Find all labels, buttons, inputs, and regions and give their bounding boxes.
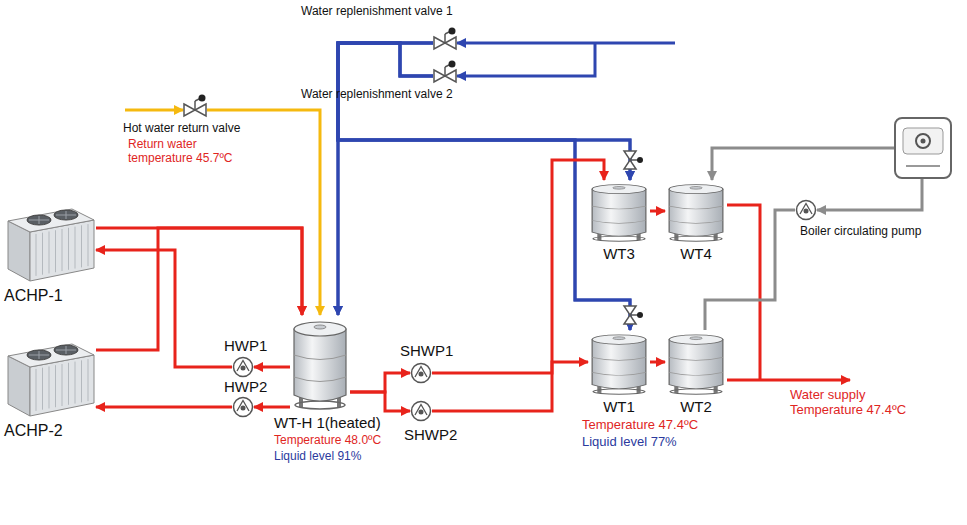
component-label: Water replenishment valve 1 <box>301 5 453 19</box>
replenishment-valve: Water replenishment valve 1 <box>433 27 457 51</box>
reading-text: Return water temperature 45.7ºC <box>128 138 253 166</box>
pipe-connector <box>96 250 232 367</box>
mains-water-branch <box>457 43 595 76</box>
pump: HWP1 <box>232 356 254 378</box>
water-tank: WT2 <box>665 330 727 395</box>
hot-water-return-pipe <box>125 109 183 112</box>
pipe-connector <box>432 160 604 373</box>
pump: Boiler circulating pump <box>795 199 817 221</box>
pipe-connector <box>432 362 588 411</box>
replenishment-valve: Water replenishment valve 2 <box>433 60 457 84</box>
return-valve: Hot water return valveReturn water tempe… <box>183 94 207 118</box>
reading-text: Temperature 48.0ºC <box>274 434 381 448</box>
component-label: WT1 <box>588 398 650 415</box>
supply-label: Water supply Temperature 47.4ºC <box>790 388 920 418</box>
valve-icon <box>433 60 457 84</box>
reading-text: Temperature 47.4ºC <box>582 418 698 433</box>
tank-icon <box>665 330 727 395</box>
pipe-connector <box>650 361 665 364</box>
water-tank: WT3 <box>588 180 650 242</box>
pipe-connector <box>650 210 665 213</box>
reading-text: Liquid level 77% <box>582 435 677 450</box>
boiler-icon <box>895 118 951 178</box>
component-label: ACHP-2 <box>4 422 63 440</box>
component-label: ACHP-1 <box>4 287 63 305</box>
heat-pump-icon <box>4 205 96 283</box>
pipe-connector <box>96 406 232 409</box>
pipe-connector <box>96 228 302 350</box>
pipe-connector <box>338 43 433 315</box>
component-label: HWP2 <box>224 378 267 395</box>
tank-icon <box>588 180 650 242</box>
pump-icon <box>232 356 254 378</box>
water-tank: WT4 <box>665 180 727 242</box>
reading-text: Liquid level 91% <box>274 450 361 464</box>
tank-inlet-valve <box>624 306 643 324</box>
component-label: Hot water return valve <box>123 122 240 136</box>
pipe-connector <box>338 43 630 330</box>
pipe-connector <box>338 43 433 315</box>
heated-tank: WT-H 1(heated)Temperature 48.0ºCLiquid l… <box>290 315 350 410</box>
component-label: SHWP2 <box>404 426 457 443</box>
tank-icon <box>588 330 650 395</box>
tank-icon <box>290 315 350 410</box>
water-tank: WT1Temperature 47.4ºCLiquid level 77% <box>588 330 650 395</box>
tank-inlet-valve <box>624 151 643 169</box>
valve-icon <box>433 27 457 51</box>
pipe-connector <box>350 392 410 411</box>
pump: HWP2 <box>232 396 254 418</box>
component-label: Boiler circulating pump <box>800 225 921 239</box>
pipe-connector <box>350 373 410 392</box>
pump: SHWP1 <box>410 362 432 384</box>
pump-icon <box>232 396 254 418</box>
pump-icon <box>795 199 817 221</box>
pump: SHWP2 <box>410 400 432 422</box>
tank-icon <box>665 180 727 242</box>
heat-pump-icon <box>4 340 96 418</box>
pump-icon <box>410 362 432 384</box>
pipe-connector <box>338 43 630 330</box>
component-label: WT3 <box>588 245 650 262</box>
heat-pump: ACHP-2 <box>4 340 96 418</box>
valve-icon <box>183 94 207 118</box>
component-label: WT2 <box>665 398 727 415</box>
water-supply-pipe <box>727 379 850 382</box>
component-label: SHWP1 <box>400 342 453 359</box>
heat-pump: ACHP-1 <box>4 205 96 283</box>
pipe-connector <box>254 406 290 409</box>
component-label: WT4 <box>665 245 727 262</box>
boiler-feed-pipe <box>817 178 922 210</box>
component-label: WT-H 1(heated) <box>274 414 381 431</box>
supply-outlet-pipe <box>727 205 760 380</box>
pipe-connector <box>96 228 302 315</box>
pipe-connector <box>254 366 290 369</box>
component-label: Water replenishment valve 2 <box>301 88 453 102</box>
component-label: HWP1 <box>224 337 267 354</box>
pump-icon <box>410 400 432 422</box>
mains-water-pipe <box>457 42 675 45</box>
boiler-return-pipe <box>712 148 895 180</box>
